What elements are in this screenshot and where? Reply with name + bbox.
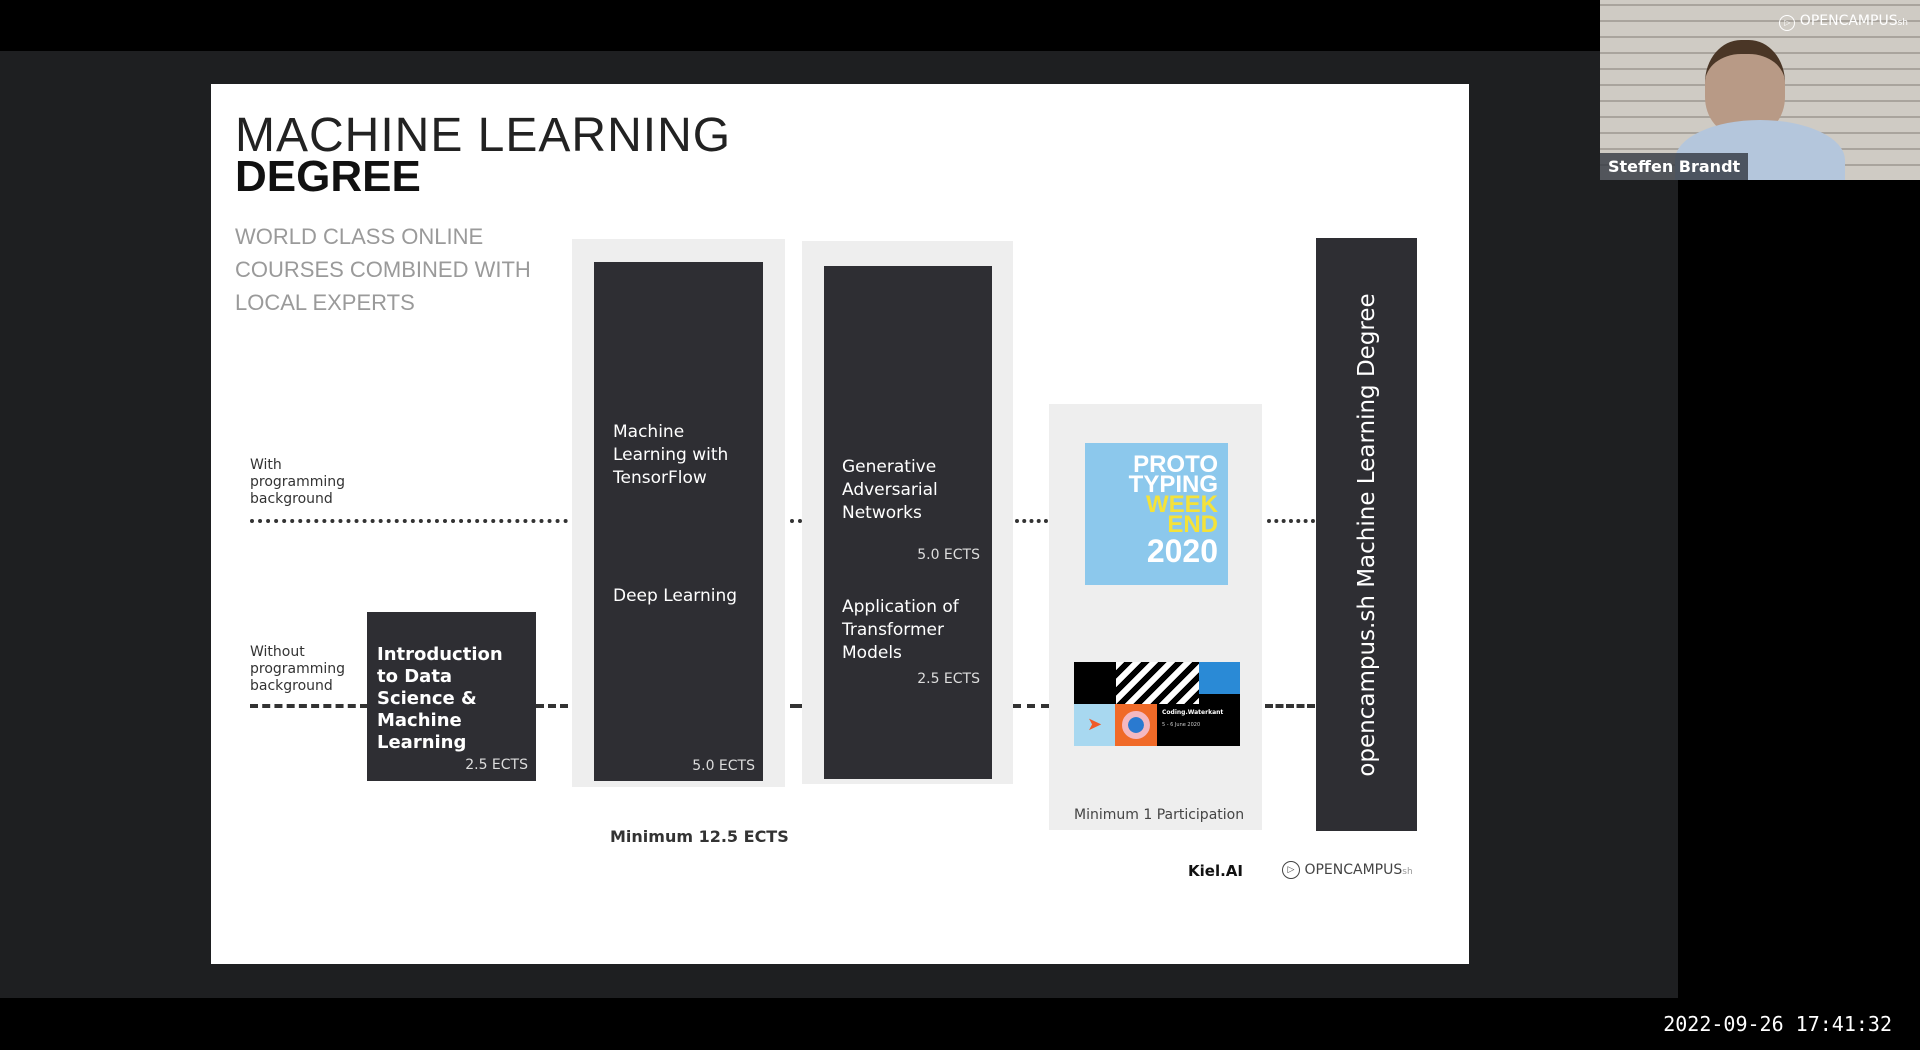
stripes-graphic — [1116, 662, 1199, 704]
ml-tensorflow-title: Machine Learning with TensorFlow — [613, 422, 729, 488]
opencampus-suffix: sh — [1402, 867, 1413, 877]
dashed-path — [536, 704, 568, 708]
transformer-ects: 2.5 ECTS — [917, 671, 980, 687]
play-icon: ▷ — [1282, 861, 1300, 879]
gan-ects: 5.0 ECTS — [917, 547, 980, 563]
webcam-tile[interactable]: ▷ OPENCAMPUSsh Steffen Brandt — [1600, 0, 1920, 180]
min-ects-label: Minimum 12.5 ECTS — [610, 827, 789, 846]
slide-subtitle: WORLD CLASS ONLINE COURSES COMBINED WITH… — [235, 220, 531, 319]
watermark-suffix: sh — [1897, 18, 1908, 28]
kiel-ai-logo: Kiel.AI — [1188, 862, 1243, 880]
dashed-path — [1013, 704, 1049, 708]
coding-waterkant-logo: ➤ Coding.Waterkant 5 - 6 June 2020 — [1074, 662, 1240, 746]
intro-course-title: Introduction to Data Science & Machine L… — [377, 644, 503, 753]
dashed-path — [250, 704, 368, 708]
gan-box: Generative Adversarial Networks 5.0 ECTS… — [824, 266, 992, 779]
opencampus-logo: ▷ OPENCAMPUSsh — [1282, 861, 1413, 879]
min-participation-label: Minimum 1 Participation — [1074, 807, 1245, 823]
timestamp: 2022-09-26 17:41:32 — [1663, 1012, 1892, 1036]
prototyping-weekend-logo: PROTO TYPING WEEK END 2020 — [1085, 443, 1228, 585]
play-icon: ▷ — [1779, 15, 1796, 31]
subtitle-line: LOCAL EXPERTS — [235, 290, 415, 315]
without-programming-label: Without programming background — [250, 644, 346, 694]
degree-bar-text: opencampus.sh Machine Learning Degree — [1353, 292, 1380, 777]
dotted-path — [790, 519, 802, 523]
gan-title: Generative Adversarial Networks — [842, 457, 938, 523]
subtitle-line: WORLD CLASS ONLINE — [235, 224, 484, 249]
arrow-icon: ➤ — [1074, 704, 1115, 746]
proto-text: 2020 — [1146, 533, 1218, 569]
participant-head — [1705, 40, 1785, 135]
waterkant-title: Coding.Waterkant — [1162, 709, 1224, 716]
dotted-path — [1015, 519, 1048, 523]
intro-course-ects: 2.5 ECTS — [465, 757, 528, 773]
slide-title-bold: DEGREE — [235, 152, 421, 201]
dashed-path — [790, 704, 802, 708]
eye-graphic — [1115, 704, 1157, 746]
transformer-title: Application of Transformer Models — [842, 597, 959, 663]
proto-text: WEEK — [1146, 491, 1218, 518]
subtitle-line: COURSES COMBINED WITH — [235, 257, 531, 282]
dashed-path — [1265, 704, 1315, 708]
opencampus-text: OPENCAMPUS — [1304, 862, 1403, 878]
participant-name: Steffen Brandt — [1600, 153, 1749, 180]
deep-learning-title: Deep Learning — [613, 586, 738, 606]
degree-bar: opencampus.sh Machine Learning Degree — [1316, 238, 1417, 831]
slide-title: MACHINE LEARNING — [235, 109, 732, 162]
proto-text: END — [1167, 511, 1218, 538]
dotted-path — [250, 519, 568, 523]
waterkant-date: 5 - 6 June 2020 — [1162, 722, 1201, 728]
proto-text: TYPING — [1128, 471, 1218, 498]
ml-tensorflow-box: Machine Learning with TensorFlow Deep Le… — [594, 262, 763, 781]
watermark-text: OPENCAMPUS — [1799, 13, 1898, 29]
blue-graphic — [1199, 662, 1240, 694]
ml-tensorflow-ects: 5.0 ECTS — [692, 758, 755, 774]
intro-course-box: Introduction to Data Science & Machine L… — [367, 612, 536, 781]
webcam-watermark: ▷ OPENCAMPUSsh — [1779, 13, 1908, 31]
dotted-path — [1267, 519, 1315, 523]
with-programming-label: With programming background — [250, 457, 346, 507]
proto-text: PROTO — [1133, 451, 1218, 478]
